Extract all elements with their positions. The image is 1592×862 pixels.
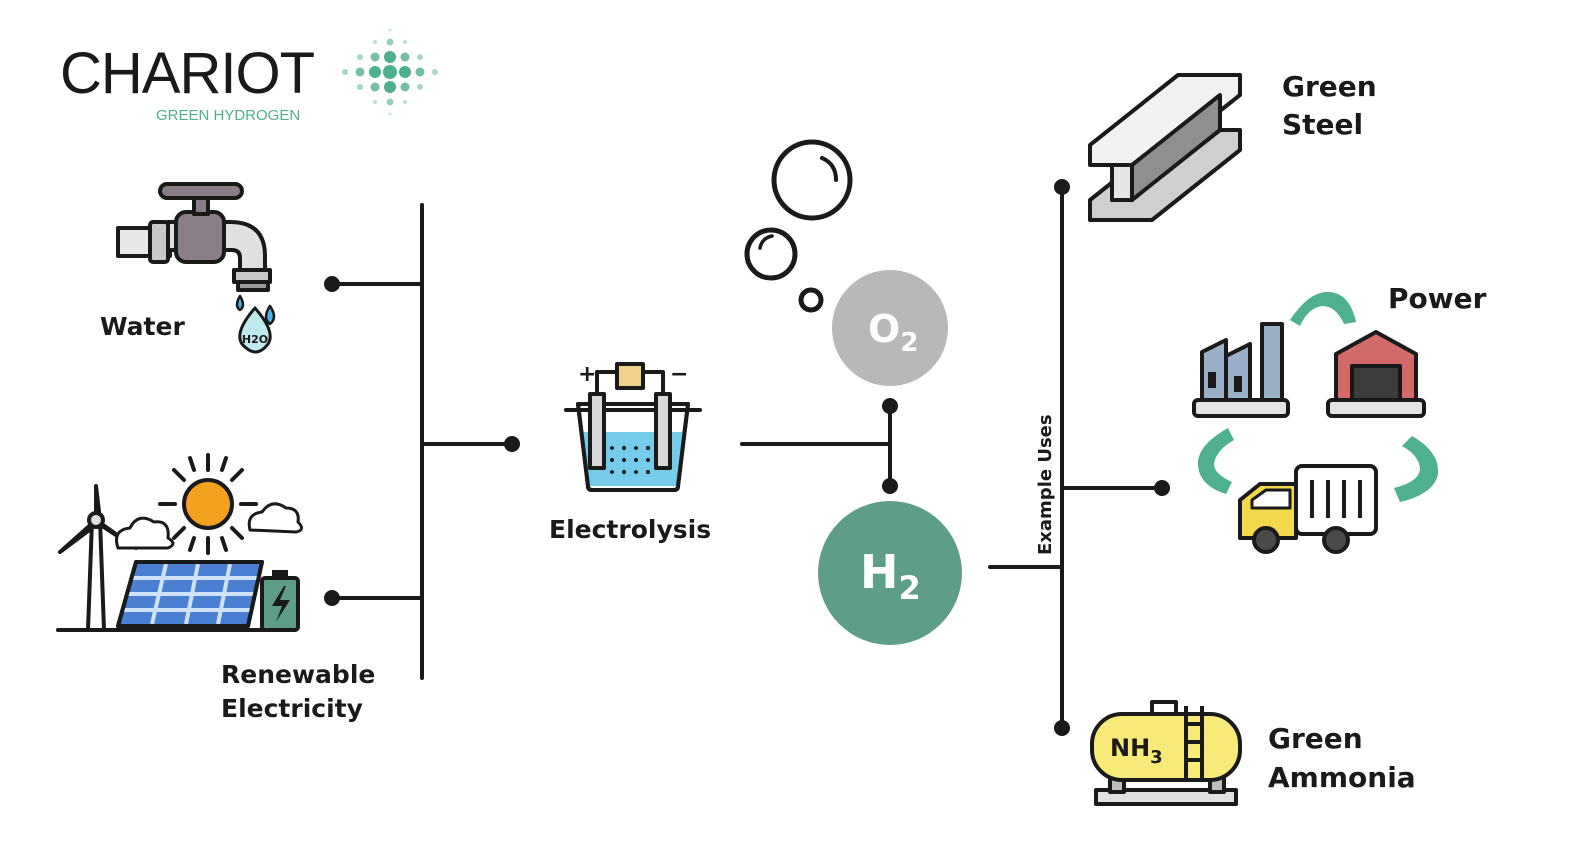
- nh3-main: NH: [1110, 734, 1150, 762]
- h2-molecule: H2: [818, 501, 962, 645]
- h2-symbol-main: H: [860, 545, 899, 599]
- electrolysis-cell-icon: + −: [564, 362, 702, 492]
- green-ammonia-line1: Green: [1268, 722, 1363, 755]
- sun-icon: [158, 453, 258, 555]
- water-label: Water: [100, 312, 185, 341]
- cycle-arrow-icon: [1197, 428, 1234, 494]
- oxygen-bubbles-icon: [744, 139, 853, 313]
- h2o-drop-icon: H2O: [238, 306, 272, 354]
- o2-symbol-main: O: [868, 307, 900, 351]
- o2-circle: [832, 270, 948, 386]
- electrolysis-minus: −: [670, 362, 688, 387]
- truck-icon: [1238, 464, 1378, 554]
- input-connectors: [324, 203, 520, 680]
- wind-turbine-icon: [58, 484, 138, 632]
- green-steel-line1: Green: [1282, 70, 1377, 103]
- cycle-arrow-icon: [1290, 291, 1356, 326]
- water-tap-icon: [116, 182, 276, 326]
- logo-dots-icon: [342, 28, 438, 116]
- example-uses-label: Example Uses: [1035, 414, 1056, 555]
- h2-circle: [818, 501, 962, 645]
- electrolysis-plus: +: [578, 362, 596, 387]
- factory-icon: [1192, 322, 1290, 418]
- steel-beam-icon: [1088, 73, 1242, 222]
- green-steel-line2: Steel: [1282, 108, 1363, 141]
- solar-panel-icon: [116, 560, 264, 628]
- nh3-sub: 3: [1150, 747, 1163, 768]
- chariot-logo: CHARIOT GREEN HYDROGEN: [60, 28, 438, 124]
- cloud-icon: [115, 516, 175, 550]
- o2-symbol: O2: [868, 307, 918, 358]
- electrolysis-label: Electrolysis: [549, 515, 711, 544]
- power-cycle-icon: [1192, 291, 1439, 554]
- uses-connectors: [988, 179, 1170, 736]
- warehouse-icon: [1326, 330, 1426, 418]
- h2-symbol-sub: 2: [899, 569, 921, 607]
- o2-symbol-sub: 2: [900, 328, 918, 358]
- output-connectors: [740, 398, 898, 494]
- nh3-text: NH3: [1110, 734, 1163, 768]
- logo-name: CHARIOT: [60, 41, 315, 106]
- cloud-icon: [247, 502, 303, 534]
- power-label: Power: [1388, 282, 1487, 315]
- battery-icon: [260, 570, 300, 632]
- green-ammonia-line2: Ammonia: [1268, 761, 1416, 794]
- h2-symbol: H2: [860, 545, 921, 607]
- renewable-label-line1: Renewable: [221, 660, 375, 689]
- logo-tagline: GREEN HYDROGEN: [156, 107, 300, 124]
- h2o-drop-text: H2O: [242, 333, 268, 346]
- cycle-arrow-icon: [1394, 436, 1439, 502]
- renewable-energy-icon: [56, 453, 303, 632]
- o2-molecule: O2: [832, 270, 948, 386]
- ammonia-tank-icon: NH3: [1090, 700, 1242, 806]
- renewable-label-line2: Electricity: [221, 694, 363, 723]
